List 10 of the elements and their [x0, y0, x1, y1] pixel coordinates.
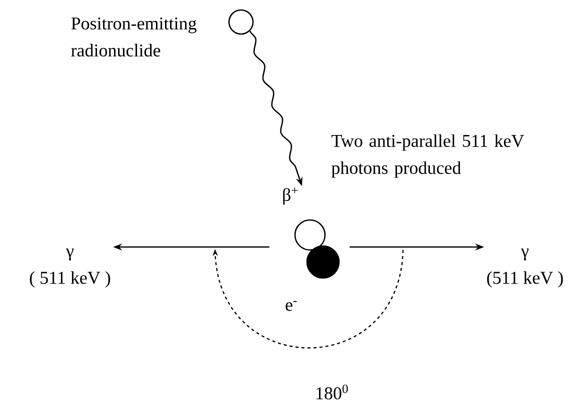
particle-label: e$^{-}$: [286, 301, 297, 311]
note-text: Two anti-parallel 511 keV photons produced: [331, 134, 524, 178]
particle-label: β$^{+}$: [283, 187, 298, 205]
particle-circle: [306, 245, 340, 279]
particle-label: Positron-emitting radionuclide: [71, 17, 196, 57]
photon-label: γ ( 511 keV ): [30, 248, 110, 288]
particle-circle: [294, 219, 326, 251]
nucleus-circle: [228, 9, 254, 35]
note-text: 180$^{0}$: [316, 384, 348, 400]
photon-label: γ (511 keV ): [487, 248, 563, 288]
